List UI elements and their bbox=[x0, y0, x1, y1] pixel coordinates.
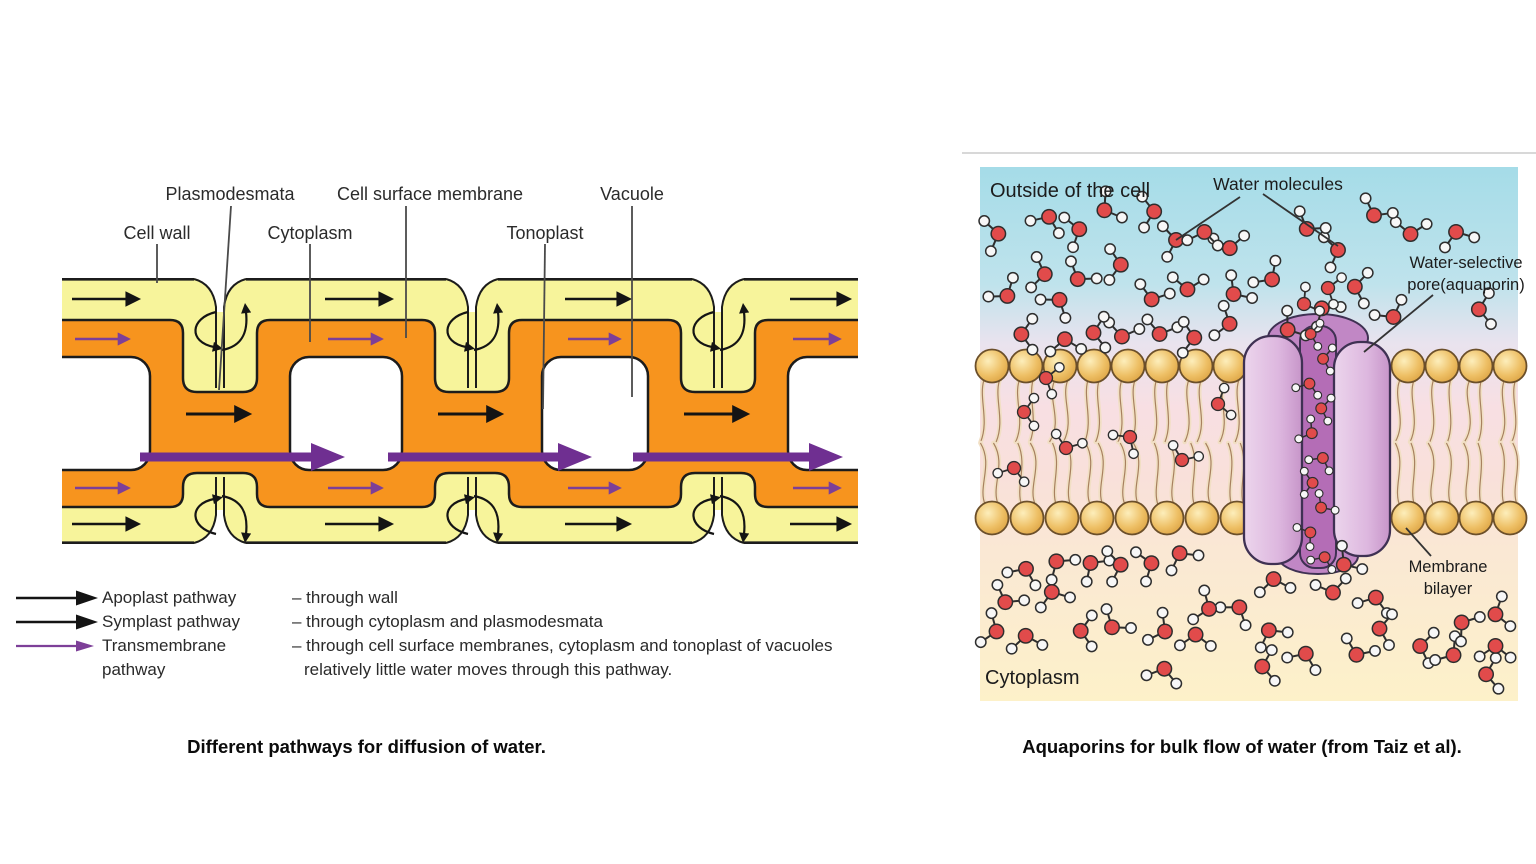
tonoplast-label: Tonoplast bbox=[506, 223, 583, 243]
legend-transmembrane-name: Transmembrane pathway bbox=[102, 636, 227, 679]
cell-surface-membrane-label: Cell surface membrane bbox=[337, 184, 523, 204]
symplast-arrow-icon bbox=[16, 614, 98, 630]
transmembrane-arrow-icon bbox=[16, 640, 94, 652]
plasmodesmata-leader-line bbox=[218, 205, 232, 391]
legend-apoplast-name: Apoplast pathway bbox=[102, 588, 237, 607]
pathway-legend: Apoplast pathway – through wall Symplast… bbox=[14, 586, 833, 682]
tonoplast-leader-line bbox=[542, 243, 546, 410]
legend-apoplast-desc: – through wall bbox=[292, 588, 398, 607]
pathway-arrows bbox=[72, 291, 853, 544]
cytoplasm-label: Cytoplasm bbox=[267, 223, 352, 243]
right-figure-caption: Aquaporins for bulk flow of water (from … bbox=[1022, 736, 1462, 757]
vacuole-label: Vacuole bbox=[600, 184, 664, 204]
legend-symplast-name: Symplast pathway bbox=[102, 612, 240, 631]
clipped-cells bbox=[62, 278, 858, 544]
legend-symplast-desc: – through cytoplasm and plasmodesmata bbox=[292, 612, 603, 631]
plasmodesmata-label: Plasmodesmata bbox=[165, 184, 295, 204]
cell-pathway-drawing bbox=[62, 278, 858, 544]
diagram-leader-lines bbox=[156, 205, 633, 410]
cell-wall-label: Cell wall bbox=[123, 223, 190, 243]
diagram-labels: Plasmodesmata Cell surface membrane Vacu… bbox=[123, 184, 663, 243]
aquaporin-illustration-background bbox=[980, 167, 1518, 701]
legend-transmembrane-desc: – through cell surface membranes, cytopl… bbox=[292, 636, 833, 679]
apoplast-arrow-icon bbox=[16, 590, 98, 606]
left-figure-caption: Different pathways for diffusion of wate… bbox=[187, 736, 546, 757]
